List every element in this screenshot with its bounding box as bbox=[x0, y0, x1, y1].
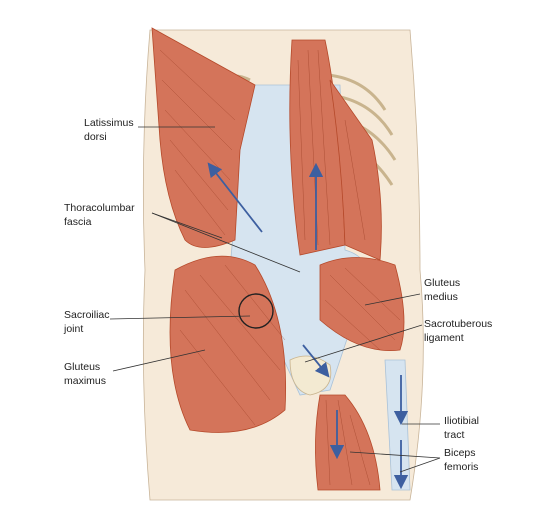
svg-text:dorsi: dorsi bbox=[84, 131, 107, 143]
svg-text:ligament: ligament bbox=[424, 332, 464, 344]
gluteus-medius-fibers bbox=[324, 267, 401, 351]
label-gluteus-medius: Gluteus medius bbox=[424, 277, 460, 303]
erector-spinae-right bbox=[329, 79, 382, 261]
label-biceps-femoris: Biceps femoris bbox=[444, 447, 478, 473]
gluteus-medius-muscle bbox=[319, 257, 405, 351]
svg-text:Thoracolumbar: Thoracolumbar bbox=[64, 202, 135, 214]
svg-text:medius: medius bbox=[424, 291, 458, 303]
label-thoracolumbar-fascia: Thoracolumbar fascia bbox=[64, 202, 135, 228]
svg-text:Sacroiliac: Sacroiliac bbox=[64, 309, 110, 321]
label-iliotibial-tract: Iliotibial tract bbox=[444, 415, 479, 441]
latissimus-dorsi-muscle bbox=[151, 27, 256, 248]
leader-lines bbox=[109, 126, 441, 473]
svg-text:Latissimus: Latissimus bbox=[84, 117, 134, 129]
svg-text:Biceps: Biceps bbox=[444, 447, 476, 459]
label-sacrotuberous-ligament: Sacrotuberous ligament bbox=[424, 318, 492, 344]
svg-text:maximus: maximus bbox=[64, 375, 106, 387]
svg-text:Gluteus: Gluteus bbox=[64, 361, 100, 373]
biceps-fibers bbox=[325, 399, 371, 486]
label-gluteus-maximus: Gluteus maximus bbox=[64, 361, 106, 387]
latissimus-fibers bbox=[159, 49, 236, 236]
svg-text:fascia: fascia bbox=[64, 216, 92, 228]
svg-text:Iliotibial: Iliotibial bbox=[444, 415, 479, 427]
label-latissimus-dorsi: Latissimus dorsi bbox=[84, 117, 134, 143]
sacroiliac-joint-marker bbox=[238, 293, 274, 329]
label-sacroiliac-joint: Sacroiliac joint bbox=[63, 309, 110, 335]
svg-text:joint: joint bbox=[63, 323, 83, 335]
force-arrows bbox=[207, 162, 409, 490]
gluteus-maximus-fibers bbox=[179, 264, 286, 426]
biceps-femoris-muscle bbox=[315, 394, 381, 491]
svg-text:Sacrotuberous: Sacrotuberous bbox=[424, 318, 492, 330]
svg-text:tract: tract bbox=[444, 429, 465, 441]
gluteus-maximus-muscle bbox=[169, 255, 286, 433]
svg-text:Gluteus: Gluteus bbox=[424, 277, 460, 289]
svg-text:femoris: femoris bbox=[444, 461, 478, 473]
